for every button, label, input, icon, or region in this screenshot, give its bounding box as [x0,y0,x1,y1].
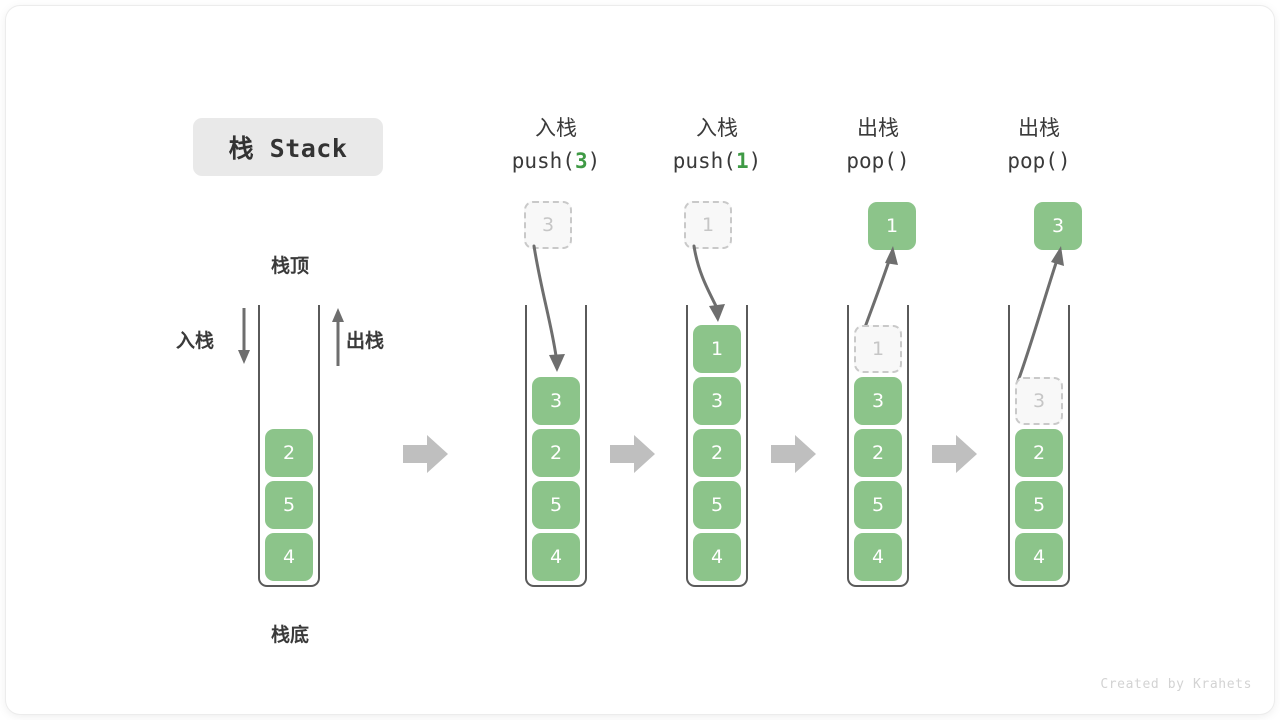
transition-arrow-icon [403,433,449,475]
column-header-push-1: 入栈 push(1) [637,112,797,177]
column-header-cn: 入栈 [696,116,738,140]
pop-curved-arrow-icon [1001,246,1081,396]
stack-frame-push-3 [525,305,587,587]
stack-bottom-label: 栈底 [270,624,309,646]
column-header-pop-1: 出栈 pop() [798,112,958,177]
stack-cell: 4 [265,533,313,581]
diagram-title-chip: 栈 Stack [193,118,383,176]
popped-cell: 1 [868,202,916,250]
incoming-ghost-cell: 1 [684,201,732,249]
column-header-code: pop() [1007,148,1071,173]
stack-cell: 4 [693,533,741,581]
stack-cell: 5 [854,481,902,529]
stack-cell: 5 [1015,481,1063,529]
column-header-code: pop() [846,148,910,173]
stack-cell: 5 [265,481,313,529]
stack-cell: 2 [532,429,580,477]
column-header-cn: 入栈 [535,116,577,140]
push-curved-arrow-icon [521,244,591,389]
transition-arrow-icon [932,433,978,475]
removed-ghost-cell: 1 [854,325,902,373]
column-header-cn: 出栈 [1018,116,1060,140]
push-arrow-down-icon [234,306,254,373]
column-header-cn: 出栈 [857,116,899,140]
removed-ghost-cell: 3 [1015,377,1063,425]
column-header-pop-3: 出栈 pop() [959,112,1119,177]
stack-frame-pop-3 [1008,305,1070,587]
column-header-code: push(3) [511,148,601,173]
footer-credit: Created by Krahets [1100,677,1252,692]
stack-cell: 3 [854,377,902,425]
pop-arrow-up-icon [328,306,348,373]
stack-cell: 4 [532,533,580,581]
stack-cell: 2 [693,429,741,477]
column-header-code: push(1) [672,148,762,173]
stack-cell: 5 [693,481,741,529]
transition-arrow-icon [771,433,817,475]
stack-cell: 2 [1015,429,1063,477]
stack-cell: 3 [532,377,580,425]
legend-stack-frame [258,305,320,587]
stack-cell: 1 [693,325,741,373]
pop-direction-label: 出栈 [346,330,385,352]
stack-frame-pop-1 [847,305,909,587]
push-curved-arrow-icon [684,244,754,339]
incoming-ghost-cell: 3 [524,201,572,249]
stack-frame-push-1 [686,305,748,587]
stack-cell: 2 [265,429,313,477]
stack-cell: 3 [693,377,741,425]
popped-cell: 3 [1034,202,1082,250]
column-header-push-3: 入栈 push(3) [476,112,636,177]
transition-arrow-icon [610,433,656,475]
push-direction-label: 入栈 [176,330,215,352]
stack-cell: 5 [532,481,580,529]
stack-cell: 4 [854,533,902,581]
stack-cell: 4 [1015,533,1063,581]
stack-cell: 2 [854,429,902,477]
diagram-card: 栈 Stack 栈顶 入栈 出栈 2 5 4 栈底 入栈 push(3) 3 [6,6,1274,714]
stack-top-label: 栈顶 [270,255,309,277]
pop-curved-arrow-icon [846,246,916,341]
